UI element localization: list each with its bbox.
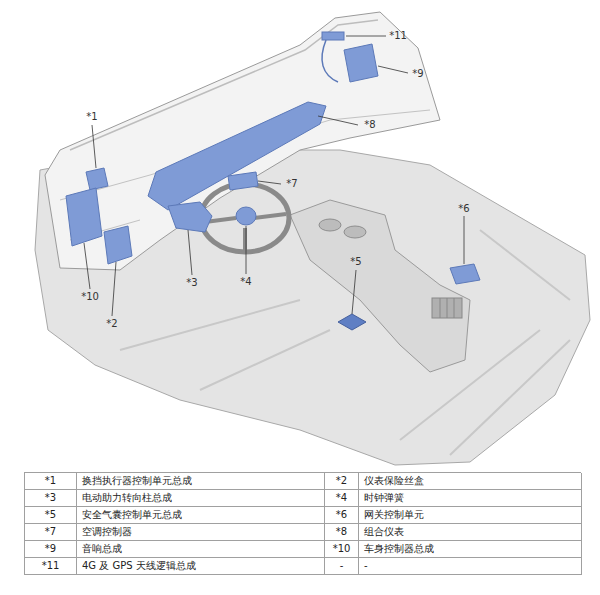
cupholder bbox=[344, 226, 366, 238]
table-cell: 时钟弹簧 bbox=[359, 490, 582, 507]
table-cell: *1 bbox=[25, 473, 77, 490]
steering-wheel bbox=[201, 184, 289, 252]
table-cell: 空调控制器 bbox=[77, 524, 325, 541]
table-cell: *10 bbox=[325, 541, 359, 558]
callout-number: *9 bbox=[412, 68, 423, 80]
callout-number: *11 bbox=[389, 30, 407, 42]
table-cell: 电动助力转向柱总成 bbox=[77, 490, 325, 507]
table-cell: *2 bbox=[325, 473, 359, 490]
table-cell: - bbox=[359, 558, 582, 575]
gateway-unit bbox=[450, 264, 480, 284]
parts-table: *1换挡执行器控制单元总成*2仪表保险丝盒 *3电动助力转向柱总成*4时钟弹簧 *5… bbox=[24, 472, 581, 575]
callout-number: *1 bbox=[86, 111, 97, 123]
table-cell: 仪表保险丝盒 bbox=[359, 473, 582, 490]
table-cell: 车身控制器总成 bbox=[359, 541, 582, 558]
windshield-edge bbox=[70, 20, 378, 150]
center-console bbox=[290, 200, 470, 372]
table-cell: *8 bbox=[325, 524, 359, 541]
table-cell: *5 bbox=[25, 507, 77, 524]
table-cell: *11 bbox=[25, 558, 77, 575]
body-controller bbox=[66, 188, 102, 246]
antenna bbox=[322, 32, 344, 40]
clock-spring bbox=[236, 207, 256, 225]
callout-number: *3 bbox=[186, 277, 197, 289]
table-cell: 网关控制单元 bbox=[359, 507, 582, 524]
callout-number: *7 bbox=[286, 178, 297, 190]
shift-actuator-unit bbox=[86, 168, 108, 190]
table-cell: - bbox=[325, 558, 359, 575]
fuse-box bbox=[104, 226, 132, 264]
callout-number: *4 bbox=[240, 276, 251, 288]
table-cell: 换挡执行器控制单元总成 bbox=[77, 473, 325, 490]
callout-number: *2 bbox=[106, 318, 117, 330]
rear-vent bbox=[432, 298, 462, 318]
table-cell: *7 bbox=[25, 524, 77, 541]
table-cell: *9 bbox=[25, 541, 77, 558]
cupholder bbox=[319, 219, 341, 231]
table-cell: 音响总成 bbox=[77, 541, 325, 558]
callout-number: *5 bbox=[350, 256, 361, 268]
callout-number: *8 bbox=[364, 119, 375, 131]
leader-lines bbox=[84, 36, 464, 316]
table-cell: *6 bbox=[325, 507, 359, 524]
rear-vent-slats bbox=[440, 298, 454, 318]
table-cell: 组合仪表 bbox=[359, 524, 582, 541]
callout-number: *10 bbox=[81, 291, 99, 303]
audio-unit bbox=[344, 44, 378, 82]
airbag-unit bbox=[338, 314, 366, 330]
antenna-cable bbox=[322, 40, 338, 82]
table-cell: *3 bbox=[25, 490, 77, 507]
ac-controller bbox=[228, 172, 258, 190]
steering-column bbox=[168, 202, 212, 232]
instrument-cluster bbox=[148, 102, 326, 210]
table-cell: *4 bbox=[325, 490, 359, 507]
table-cell: 4G 及 GPS 天线逻辑总成 bbox=[77, 558, 325, 575]
table-cell: 安全气囊控制单元总成 bbox=[77, 507, 325, 524]
callout-number: *6 bbox=[458, 203, 469, 215]
